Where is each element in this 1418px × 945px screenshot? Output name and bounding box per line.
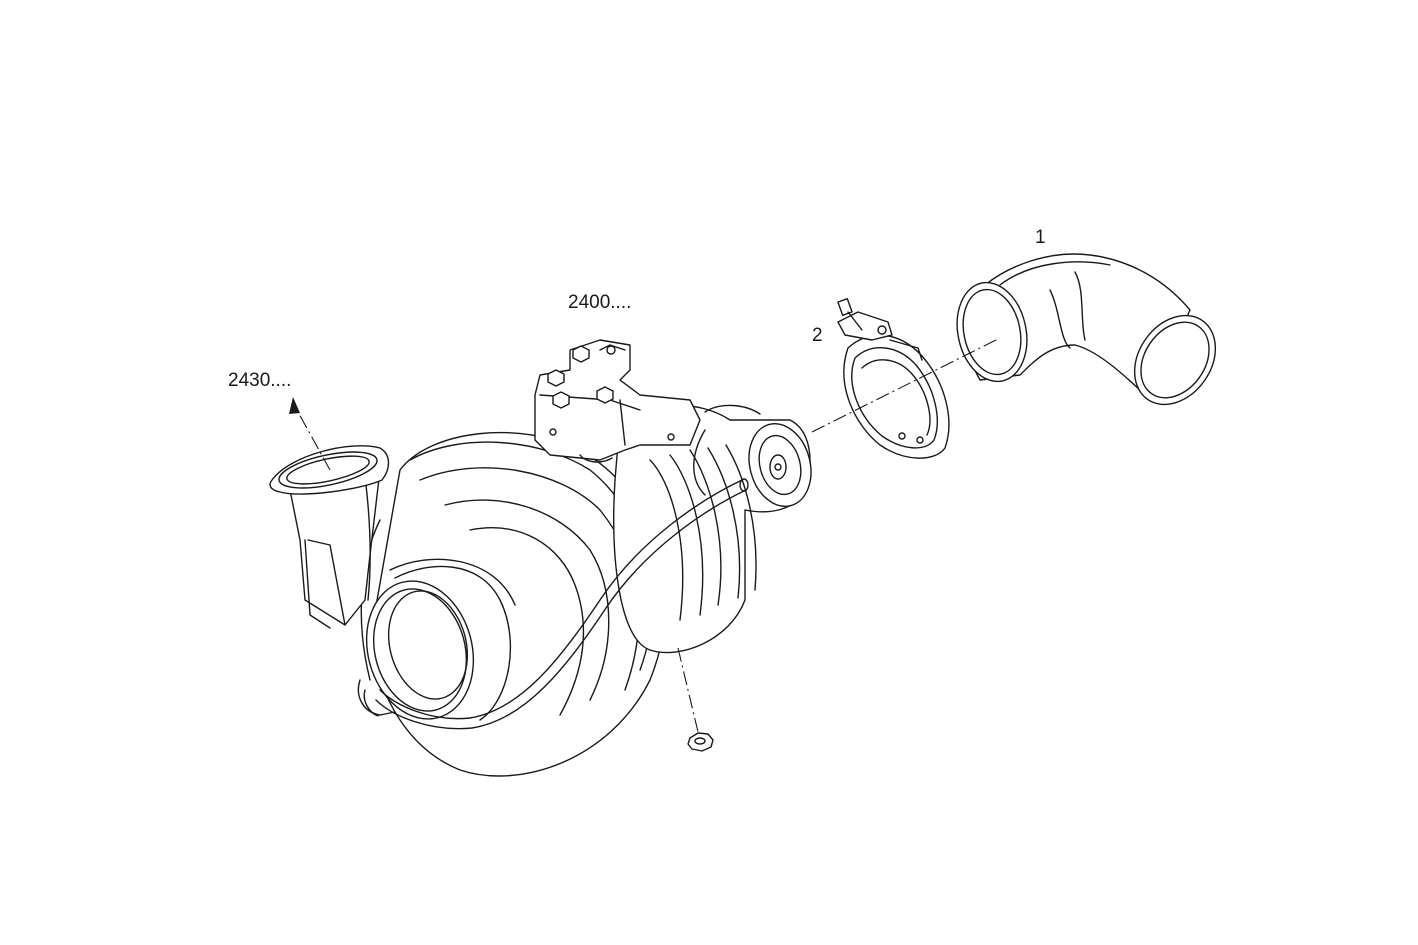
bolt-icon (547, 345, 675, 441)
v-band-clamp[interactable] (837, 298, 950, 459)
mounting-bracket (534, 339, 701, 463)
turbocharger (269, 339, 812, 777)
exhaust-flange-gasket (269, 445, 390, 495)
callout-turbo-ref: 2400.... (568, 292, 631, 313)
flange-nut[interactable] (687, 732, 714, 752)
callout-part-1: 1 (1035, 227, 1046, 248)
callout-exhaust-ref: 2430.... (228, 370, 291, 391)
drain-stub (357, 679, 396, 716)
callout-part-2: 2 (812, 325, 823, 346)
actuator-hose (363, 478, 749, 730)
wastegate-actuator (613, 404, 812, 654)
elbow-hose[interactable] (948, 253, 1232, 420)
arrow-up-icon (289, 397, 300, 414)
turbine-outlet-pipe (289, 469, 381, 629)
assembly-lines (289, 337, 1001, 733)
compressor-inlet (365, 558, 516, 721)
